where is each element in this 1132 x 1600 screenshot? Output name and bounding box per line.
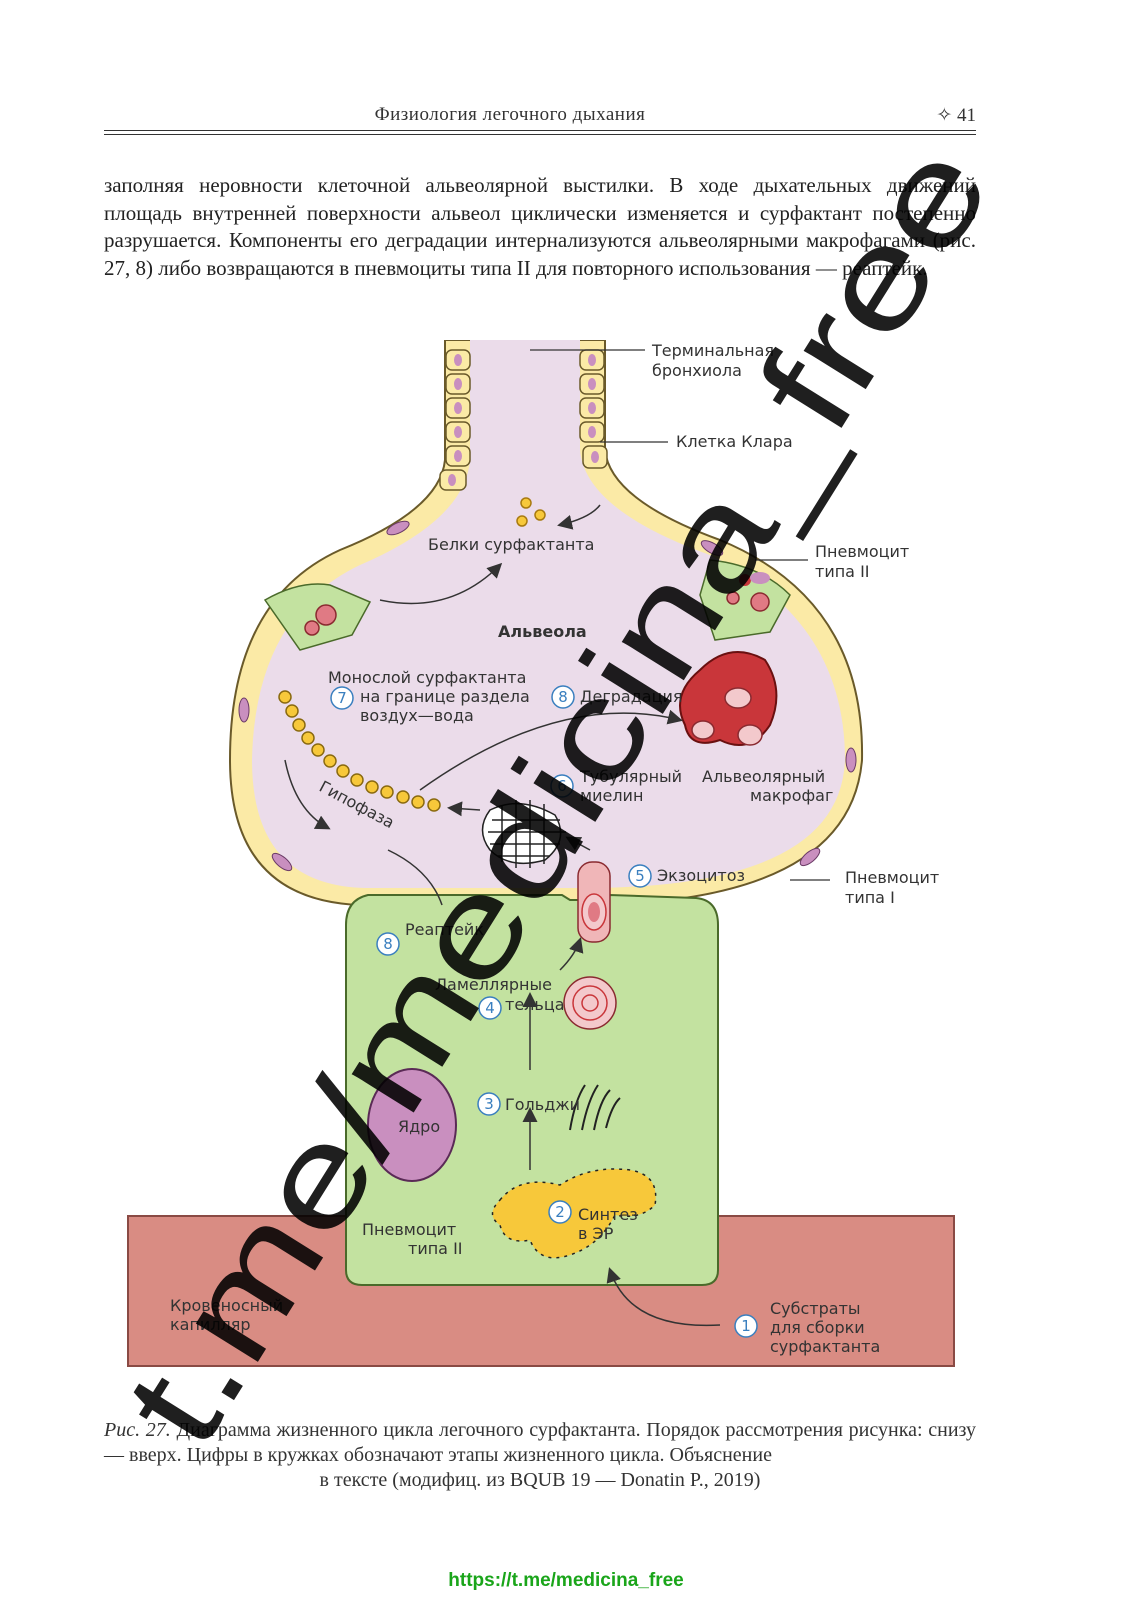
- figure-labels: Терминальная бронхиола Клетка Клара Белк…: [170, 341, 939, 1356]
- label-pneumocyte2-bottom: Пневмоцит: [362, 1220, 456, 1239]
- label-substrates-3: сурфактанта: [770, 1337, 880, 1356]
- label-monolayer-3: воздух—вода: [360, 706, 474, 725]
- label-terminal-bronchiole: Терминальная: [651, 341, 774, 360]
- step-8-reuptake: 8: [383, 935, 393, 953]
- lamellar-body: [563, 976, 617, 1030]
- caption-text: Диаграмма жизненного цикла легочного сур…: [104, 1419, 977, 1466]
- step-4: 4: [485, 999, 495, 1017]
- label-synthesis-2: в ЭР: [578, 1224, 614, 1243]
- label-alveola: Альвеола: [498, 622, 587, 641]
- body-paragraph: заполняя неровности клеточной альвеолярн…: [104, 173, 976, 280]
- cell-nucleus: [367, 1068, 457, 1182]
- surfactant-protein-dots: [516, 497, 546, 527]
- label-pneumocyte2-top-2: типа II: [815, 562, 870, 581]
- pneumocyte-type2-left: [263, 583, 372, 651]
- header-rule: [104, 130, 976, 131]
- label-clara-cell: Клетка Клара: [676, 432, 793, 451]
- step-5: 5: [635, 867, 645, 885]
- alveolus-lumen: [252, 340, 845, 888]
- surfactant-lifecycle-diagram: 7 8 6 5 8 4 3 2 1 Терминальная бронхиола…: [127, 340, 955, 1367]
- label-macrophage-2: макрофаг: [750, 786, 833, 805]
- step-8-degradation: 8: [558, 688, 568, 706]
- label-monolayer-1: Монослой сурфактанта: [328, 668, 526, 687]
- label-synthesis-1: Синтез: [578, 1205, 638, 1224]
- bronchiole-nuclei-left: [448, 354, 462, 486]
- label-terminal-bronchiole-2: бронхиола: [652, 361, 742, 380]
- type1-nuclei: [238, 520, 857, 872]
- label-substrates-1: Субстраты: [770, 1299, 861, 1318]
- step-7: 7: [337, 689, 347, 707]
- label-surfactant-proteins: Белки сурфактанта: [428, 535, 594, 554]
- step-2: 2: [555, 1203, 565, 1221]
- step-6: 6: [557, 777, 567, 795]
- caption-prefix: Рис. 27.: [104, 1419, 171, 1441]
- bronchiole-nuclei-right: [588, 354, 599, 463]
- label-lamellar-1: Ламеллярные: [435, 975, 552, 994]
- tubular-myelin: [481, 800, 566, 868]
- label-monolayer-2: на границе раздела: [360, 687, 530, 706]
- label-pneumocyte1-2: типа I: [845, 888, 895, 907]
- label-golgi: Гольджи: [505, 1095, 580, 1114]
- running-header: Физиология легочного дыхания ✧ 41: [104, 104, 976, 135]
- endoplasmic-reticulum: [491, 1168, 657, 1259]
- label-tubular-1: Тубулярный: [579, 767, 682, 786]
- label-pneumocyte1: Пневмоцит: [845, 868, 939, 887]
- label-nucleus: Ядро: [398, 1117, 440, 1136]
- reuptake-line: [387, 849, 443, 906]
- label-reuptake: Реаптейк: [405, 920, 484, 939]
- label-tubular-2: миелин: [580, 786, 643, 805]
- label-degradation: Деградация: [580, 687, 683, 706]
- label-substrates-2: для сборки: [770, 1318, 865, 1337]
- step-1: 1: [741, 1317, 751, 1335]
- label-pneumocyte2-bottom-2: типа II: [408, 1239, 463, 1258]
- exocytosis-body: [577, 861, 611, 943]
- label-exocytosis: Экзоцитоз: [657, 866, 745, 885]
- figure-caption: Рис. 27. Диаграмма жизненного цикла лего…: [104, 1418, 976, 1493]
- label-lamellar-2: тельца: [505, 995, 565, 1014]
- pathway-arrows: [284, 504, 721, 1327]
- step-3: 3: [484, 1095, 494, 1113]
- caption-last-line: в тексте (модифиц. из BQUB 19 — Donatin …: [319, 1469, 761, 1491]
- surfactant-monolayer: [278, 690, 441, 812]
- header-rule-thin: [104, 134, 976, 135]
- footer-link[interactable]: https://t.me/medicina_free: [448, 1570, 684, 1591]
- label-pneumocyte2-top: Пневмоцит: [815, 542, 909, 561]
- page-number: ✧ 41: [936, 105, 976, 126]
- label-capillary-1: Кровеносный: [170, 1296, 283, 1315]
- pneumocyte-type2-right: [699, 559, 791, 641]
- running-header-title: Физиология легочного дыхания: [374, 104, 646, 125]
- leader-lines: [530, 349, 830, 881]
- golgi-apparatus: [569, 1084, 621, 1131]
- step-circles: [330, 685, 758, 1338]
- label-macrophage-1: Альвеолярный: [702, 767, 825, 786]
- label-capillary-2: капилляр: [170, 1315, 251, 1334]
- step-numbers: 7 8 6 5 8 4 3 2 1: [337, 688, 751, 1335]
